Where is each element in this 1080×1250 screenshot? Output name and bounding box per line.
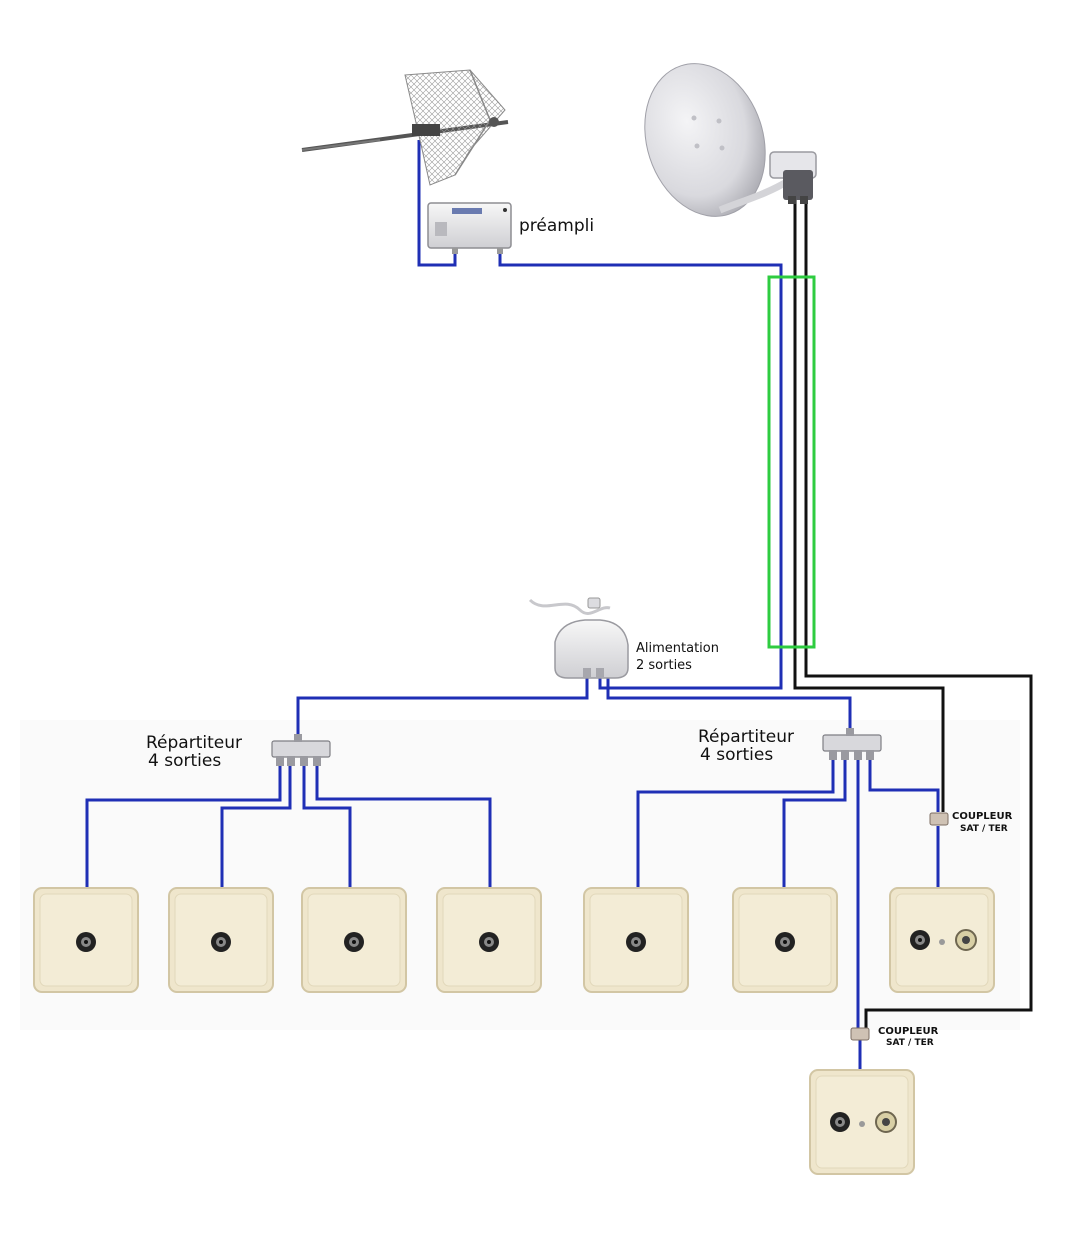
power-supply-icon (528, 597, 629, 679)
wall-socket-icon (583, 887, 689, 993)
repartiteur-right-label-line2: 4 sorties (700, 745, 773, 765)
coupleur1-label-line1: COUPLEUR (952, 811, 1013, 822)
antenna-cable (417, 140, 457, 267)
wall-socket-icon (809, 1069, 915, 1175)
cable-highlight (767, 275, 816, 649)
repartiteur-right-label-line1: Répartiteur (698, 727, 794, 747)
left-split-out-2 (220, 765, 292, 888)
wires (85, 140, 1033, 1070)
preamplifier-box-icon (427, 202, 512, 254)
satellite-dish-icon (644, 63, 817, 217)
grid-antenna-icon (301, 69, 509, 186)
sat-cable-1 (793, 200, 945, 812)
wall-socket-icon (436, 887, 542, 993)
repartiteur-left-label-line2: 4 sorties (148, 751, 221, 771)
psu-output-left (296, 678, 589, 740)
left-split-out-1 (85, 765, 282, 888)
wall-socket-icon (33, 887, 139, 993)
splitter-icon (822, 728, 882, 760)
right-split-out-2 (782, 758, 847, 888)
alimentation-label-line1: Alimentation (636, 641, 719, 656)
terrestrial-coax (498, 248, 783, 690)
left-split-out-4 (315, 765, 492, 888)
wall-socket-icon (301, 887, 407, 993)
repartiteur-left-label-line1: Répartiteur (146, 733, 242, 753)
wall-socket-icon (889, 887, 995, 993)
coupler-icon (850, 1027, 870, 1041)
wall-socket-icon (168, 887, 274, 993)
coupler-icon (929, 812, 949, 826)
sat-cable-2 (804, 200, 1033, 1028)
coupleur2-label-line2: SAT / TER (886, 1038, 934, 1048)
left-split-out-3 (302, 765, 352, 888)
wall-socket-icon (732, 887, 838, 993)
coupleur2-label-line1: COUPLEUR (878, 1026, 939, 1037)
coupleur1-label-line2: SAT / TER (960, 824, 1008, 834)
splitter-icon (271, 734, 331, 766)
psu-output-right (606, 678, 852, 735)
right-split-out-1 (636, 758, 835, 888)
alimentation-label-line2: 2 sorties (636, 658, 692, 673)
right-split-out-4 (868, 758, 940, 812)
preampli-label: préampli (519, 216, 594, 236)
